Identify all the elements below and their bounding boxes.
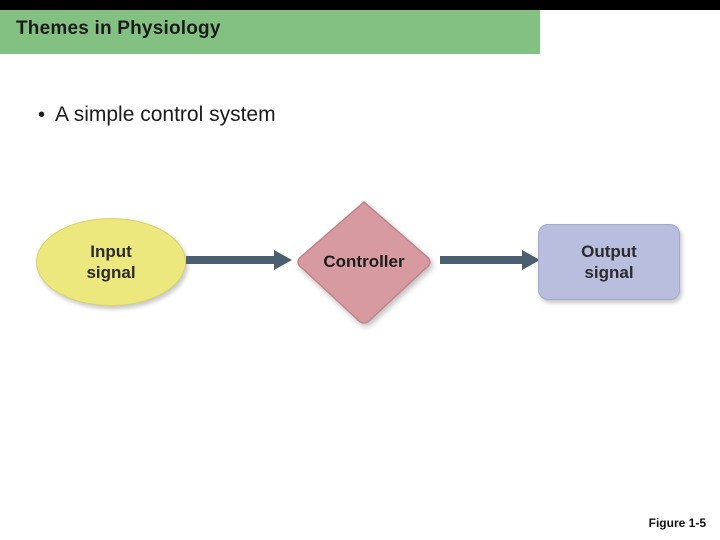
bullet-row: • A simple control system [38,103,276,127]
controller-node-label: Controller [323,252,405,271]
output-node-label: Output signal [581,241,637,284]
arrow-controller-to-output-icon [440,250,540,270]
output-node-label-line1: Output [581,241,637,261]
diagram-node-output: Output signal [538,224,680,300]
page-title: Themes in Physiology [16,18,221,39]
bullet-text: A simple control system [55,103,276,126]
output-node-label-line2: signal [584,263,634,282]
controller-diamond-shape [297,201,431,324]
arrow-input-to-controller-icon [186,250,292,270]
diagram-node-controller: Controller [290,198,438,326]
bullet-marker-icon: • [38,104,46,126]
title-band [0,10,540,54]
diagram-node-input: Input signal [36,218,186,306]
input-node-label-line2: signal [86,263,136,282]
input-node-label: Input signal [86,241,135,284]
input-node-label-line1: Input [90,241,132,261]
figure-caption: Figure 1-5 [648,516,706,530]
top-black-strip [0,0,720,10]
